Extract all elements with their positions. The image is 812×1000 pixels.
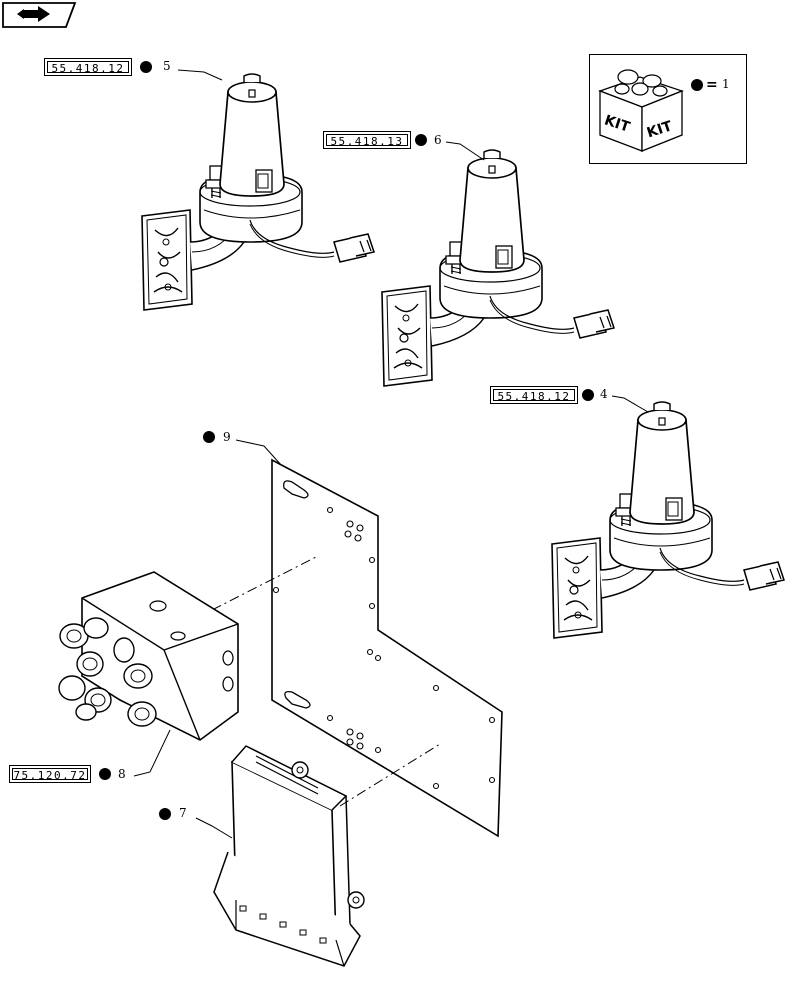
ref-box-item-8[interactable]: 75.120.72 bbox=[9, 765, 91, 783]
ref-box-item-5[interactable]: 55.418.12 bbox=[44, 58, 132, 76]
callout-dot bbox=[582, 389, 594, 401]
kit-legend: KIT KIT bbox=[589, 54, 747, 164]
callout-dot bbox=[415, 134, 427, 146]
kit-label-right: KIT bbox=[645, 118, 675, 141]
ref-box-item-6[interactable]: 55.418.13 bbox=[323, 131, 411, 149]
ref-code: 55.418.13 bbox=[330, 134, 404, 148]
item-number: 8 bbox=[118, 767, 126, 781]
callout-dot bbox=[203, 431, 215, 443]
ref-box-item-4[interactable]: 55.418.12 bbox=[490, 386, 578, 404]
kit-box-icon: KIT KIT bbox=[598, 69, 684, 152]
kit-dot bbox=[691, 79, 703, 91]
ref-code: 55.418.12 bbox=[51, 61, 125, 75]
callout-dot bbox=[140, 61, 152, 73]
item-number: 4 bbox=[600, 387, 608, 401]
kit-equals-sign: = bbox=[706, 77, 718, 93]
kit-label-left: KIT bbox=[602, 112, 632, 135]
item-number: 9 bbox=[223, 430, 231, 444]
callout-dot bbox=[159, 808, 171, 820]
next-page-arrow-icon[interactable] bbox=[0, 0, 78, 30]
item-number: 6 bbox=[434, 133, 442, 147]
item-number: 7 bbox=[179, 806, 187, 820]
ref-code: 75.120.72 bbox=[13, 768, 87, 782]
item-number: 5 bbox=[163, 59, 171, 73]
kit-quantity: 1 bbox=[722, 77, 730, 91]
callout-dot bbox=[99, 768, 111, 780]
ref-code: 55.418.12 bbox=[497, 389, 571, 403]
